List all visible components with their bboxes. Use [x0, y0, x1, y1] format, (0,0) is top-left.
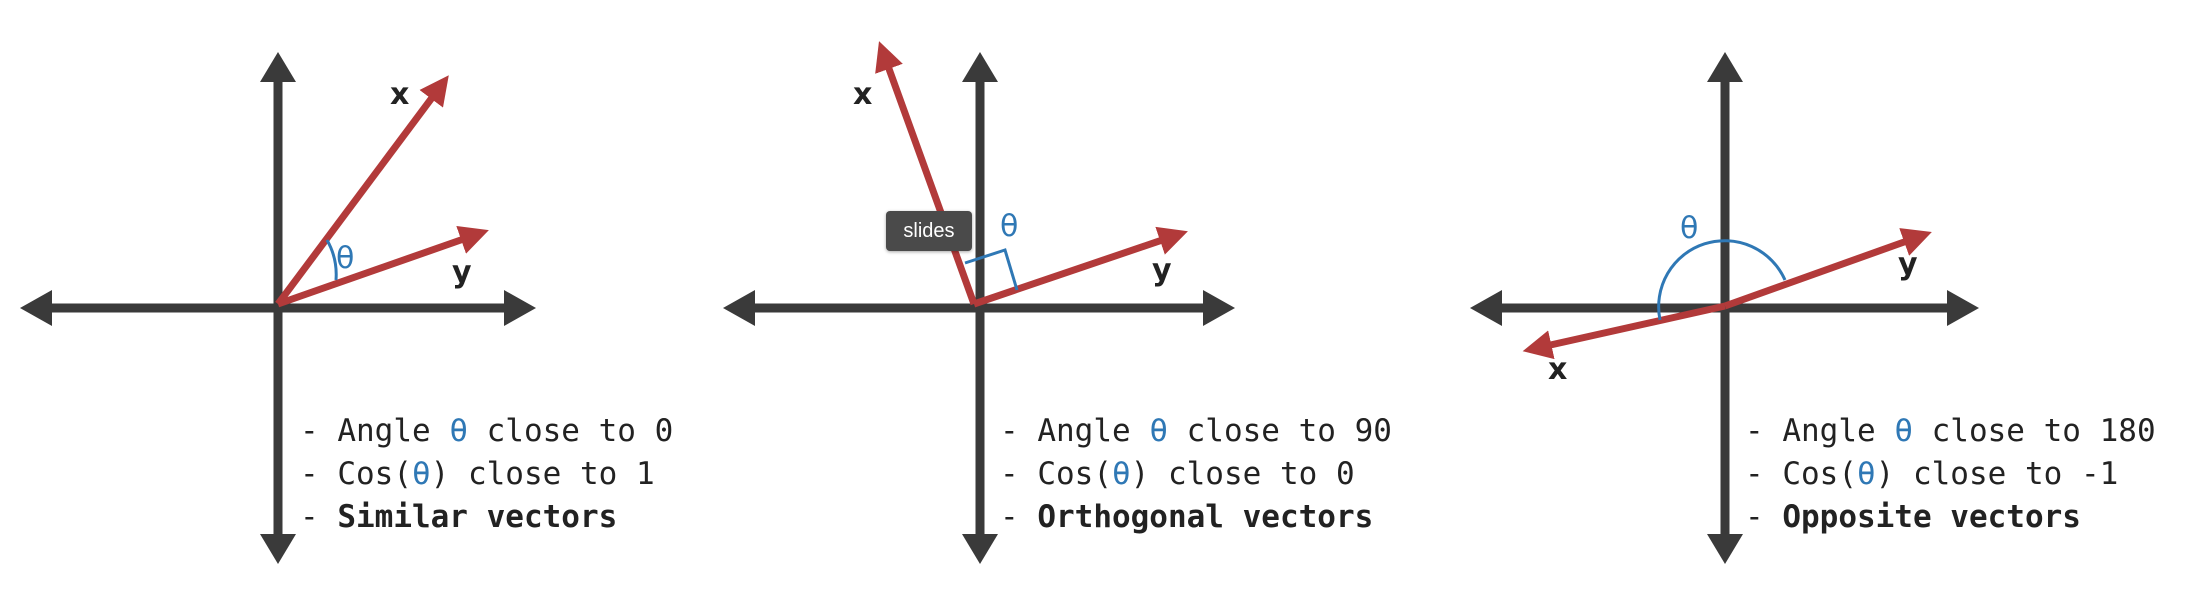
axis-arrow-down — [1707, 534, 1743, 564]
description-line-cos: - Cos(θ) close to -1 — [1745, 456, 2118, 492]
axis-arrow-up — [260, 52, 296, 82]
description-line-angle: - Angle θ close to 90 — [1000, 413, 1392, 449]
vector-x-label: x — [390, 77, 409, 112]
angle-arc — [325, 239, 338, 281]
description-line-conclusion: - Similar vectors — [300, 499, 617, 535]
vector-x — [1522, 302, 1726, 360]
theta-symbol: θ — [1112, 456, 1131, 492]
description-line-angle: - Angle θ close to 0 — [300, 413, 673, 449]
description-line-conclusion: - Orthogonal vectors — [1000, 499, 1373, 535]
panel-orthogonal: θ x y - Angle θ close to 90 - Cos(θ) clo… — [723, 41, 1392, 564]
vector-y-label: y — [1152, 253, 1172, 288]
vector-y — [972, 226, 1188, 308]
theta-symbol: θ — [1149, 413, 1168, 449]
axis-arrow-down — [260, 534, 296, 564]
vector-x-label: x — [853, 77, 872, 112]
axis-arrow-left — [20, 290, 52, 326]
description-line-cos: - Cos(θ) close to 0 — [1000, 456, 1355, 492]
vector-y-label: y — [1898, 247, 1918, 282]
tooltip-slides: slides — [886, 211, 972, 251]
description-list: - Angle θ close to 90 - Cos(θ) close to … — [1000, 413, 1392, 535]
coordinate-axes — [723, 52, 1235, 564]
panel-opposite: θ x y - Angle θ close to 180 - Cos(θ) cl… — [1470, 52, 2156, 564]
theta-label: θ — [1680, 211, 1698, 246]
vector-x — [275, 75, 449, 307]
axis-arrow-left — [723, 290, 755, 326]
axis-arrow-left — [1470, 290, 1502, 326]
angle-arc — [1657, 239, 1787, 321]
description-line-cos: - Cos(θ) close to 1 — [300, 456, 655, 492]
vector-y — [1723, 228, 1932, 310]
vector-x — [875, 41, 978, 306]
theta-label: θ — [336, 241, 354, 276]
axis-arrow-up — [962, 52, 998, 82]
coordinate-axes — [20, 52, 536, 564]
description-list: - Angle θ close to 180 - Cos(θ) close to… — [1745, 413, 2156, 535]
vector-y-label: y — [452, 255, 472, 290]
theta-symbol: θ — [1894, 413, 1913, 449]
axis-arrow-right — [1203, 290, 1235, 326]
description-line-angle: - Angle θ close to 180 — [1745, 413, 2156, 449]
theta-symbol: θ — [449, 413, 468, 449]
right-angle-marker — [964, 248, 1019, 291]
theta-label: θ — [1000, 209, 1018, 244]
description-list: - Angle θ close to 0 - Cos(θ) close to 1… — [300, 413, 673, 535]
axis-arrow-right — [1947, 290, 1979, 326]
description-line-conclusion: - Opposite vectors — [1745, 499, 2081, 535]
axis-arrow-right — [504, 290, 536, 326]
vector-x-label: x — [1548, 352, 1567, 387]
axis-arrow-down — [962, 534, 998, 564]
vector-y — [276, 225, 489, 308]
axis-arrow-up — [1707, 52, 1743, 82]
panel-similar: θ x y - Angle θ close to 0 - Cos(θ) clos… — [20, 52, 673, 564]
theta-symbol: θ — [1857, 456, 1876, 492]
theta-symbol: θ — [412, 456, 431, 492]
